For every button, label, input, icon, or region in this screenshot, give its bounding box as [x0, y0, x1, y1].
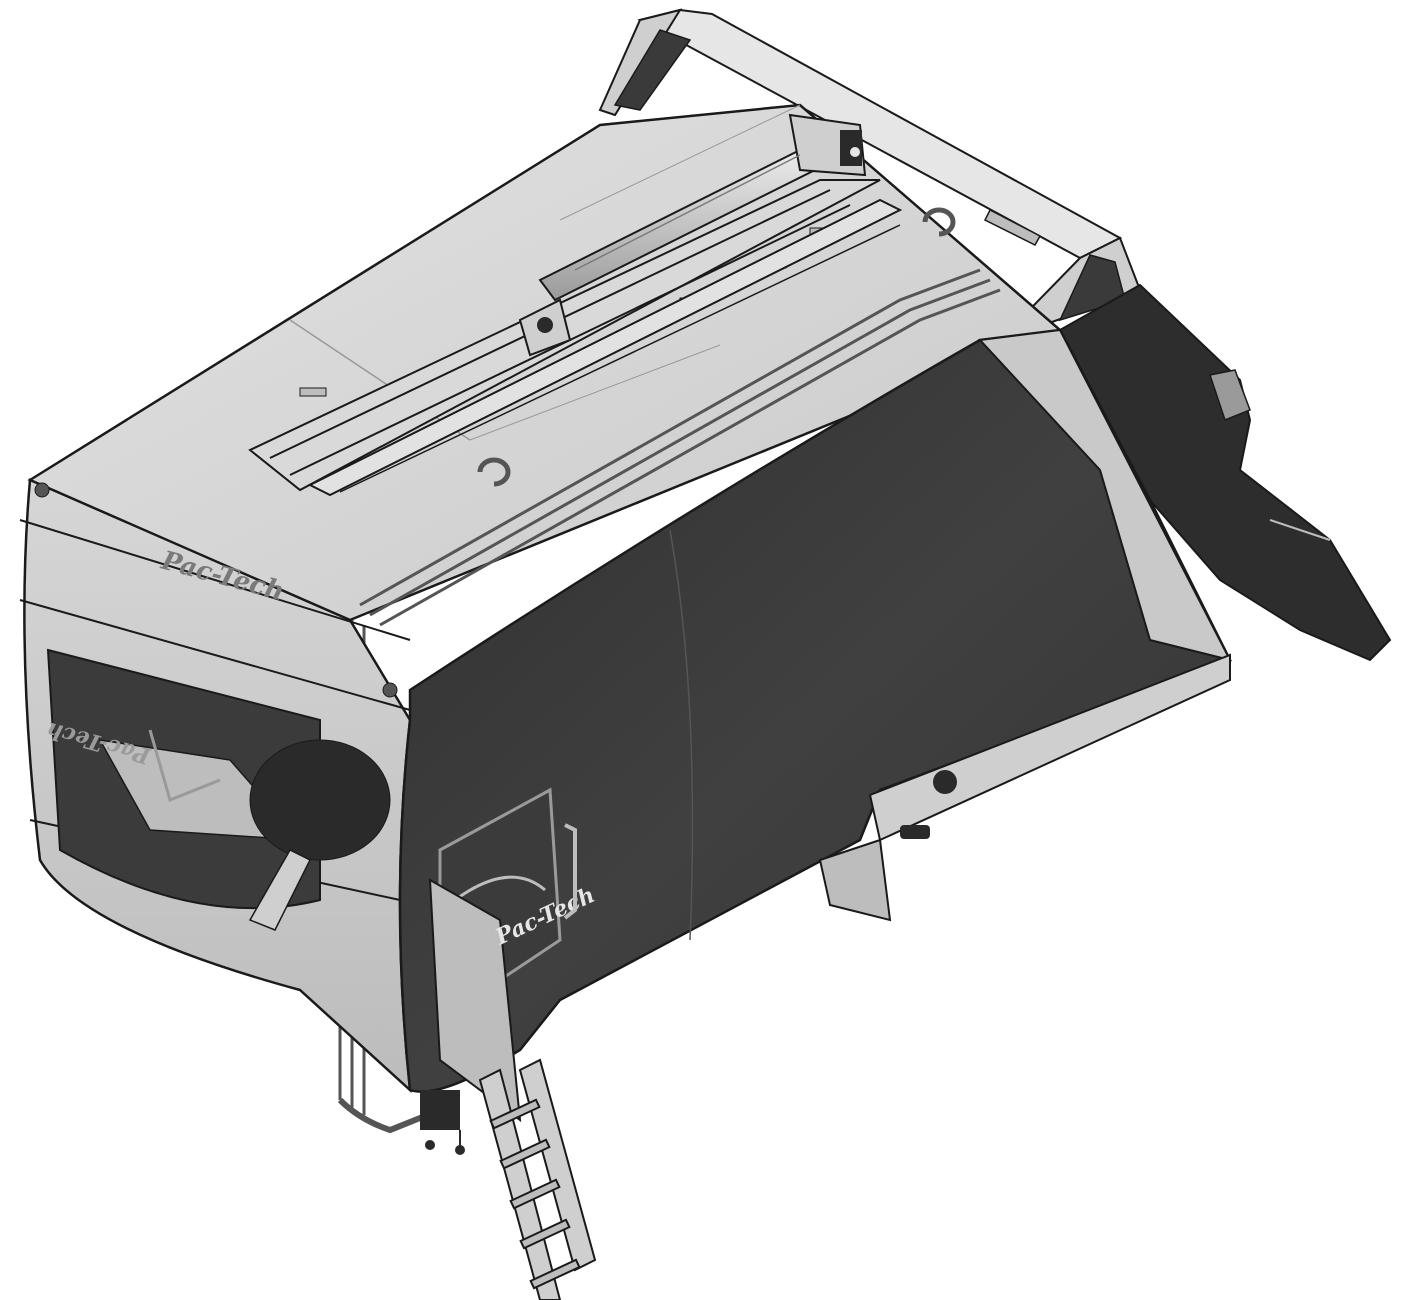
- front-window: [46, 648, 391, 931]
- access-ladder: [478, 1058, 597, 1300]
- hydraulic-cylinder: [518, 113, 867, 357]
- dark-side-panel: [398, 328, 1232, 1093]
- valve-cluster: [337, 1090, 465, 1155]
- rear-wing: [1058, 283, 1392, 662]
- side-compartment: [818, 653, 1231, 922]
- rear-frame: [598, 8, 1142, 341]
- side-door: Pac-Tech: [428, 787, 599, 1123]
